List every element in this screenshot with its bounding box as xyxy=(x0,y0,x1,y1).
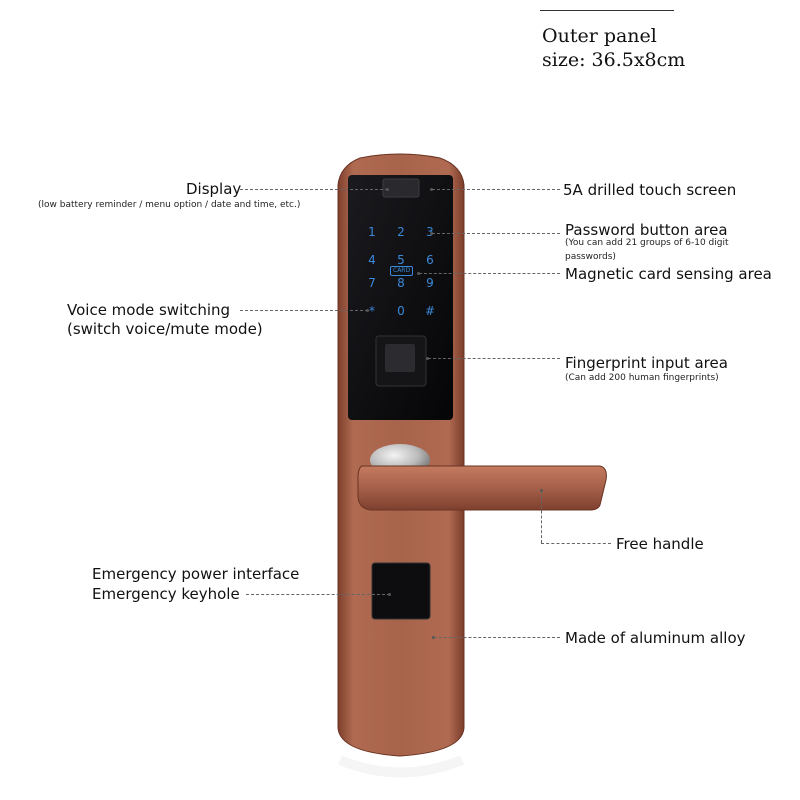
password-note-1: (You can add 21 groups of 6-10 digit xyxy=(565,238,729,248)
free-handle-label: Free handle xyxy=(616,535,704,553)
key-2[interactable]: 2 xyxy=(397,225,405,239)
panel-size-title: Outer panel xyxy=(542,25,657,47)
password-area-label: Password button area xyxy=(565,221,728,239)
key-4[interactable]: 4 xyxy=(368,253,376,267)
voice-mode-note: (switch voice/mute mode) xyxy=(67,320,263,338)
display-leader xyxy=(240,189,388,190)
key-star[interactable]: * xyxy=(369,304,375,318)
key-5[interactable]: 5 xyxy=(397,253,405,267)
card-leader xyxy=(419,273,560,274)
emergency-keyhole-label: Emergency keyhole xyxy=(92,585,240,603)
display-note: (low battery reminder / menu option / da… xyxy=(38,200,301,210)
panel-size-value: size: 36.5x8cm xyxy=(542,49,686,71)
key-1[interactable]: 1 xyxy=(368,225,376,239)
free-handle xyxy=(357,465,607,511)
password-leader xyxy=(432,233,560,234)
touch-screen-label: 5A drilled touch screen xyxy=(563,181,737,199)
title-rule xyxy=(540,10,674,11)
card-badge: CARD xyxy=(390,266,414,276)
key-hash[interactable]: # xyxy=(424,304,436,318)
card-area-label: Magnetic card sensing area xyxy=(565,265,772,283)
keyhole-leader xyxy=(246,594,390,595)
key-7[interactable]: 7 xyxy=(368,276,376,290)
fingerprint-area-label: Fingerprint input area xyxy=(565,354,728,372)
password-note-2: passwords) xyxy=(565,252,616,262)
aluminum-leader xyxy=(434,637,560,638)
handle-leader-vertical xyxy=(541,491,542,543)
key-6[interactable]: 6 xyxy=(426,253,434,267)
display-label: Display xyxy=(186,180,242,198)
fingerprint-leader xyxy=(428,358,560,359)
fingerprint-note: (Can add 200 human fingerprints) xyxy=(565,373,719,383)
display-window xyxy=(382,178,420,198)
voice-mode-leader xyxy=(240,310,368,311)
key-3[interactable]: 3 xyxy=(420,225,440,239)
aluminum-label: Made of aluminum alloy xyxy=(565,629,746,647)
key-9[interactable]: 9 xyxy=(426,276,434,290)
emergency-power-label: Emergency power interface xyxy=(92,565,300,583)
panel-reflection xyxy=(338,755,464,778)
key-0[interactable]: 0 xyxy=(397,304,405,318)
key-8[interactable]: 8 xyxy=(397,276,405,290)
touch-screen-leader xyxy=(432,189,560,190)
handle-leader-horizontal xyxy=(541,543,611,544)
voice-mode-label: Voice mode switching xyxy=(67,301,231,319)
emergency-keyhole xyxy=(371,562,431,620)
